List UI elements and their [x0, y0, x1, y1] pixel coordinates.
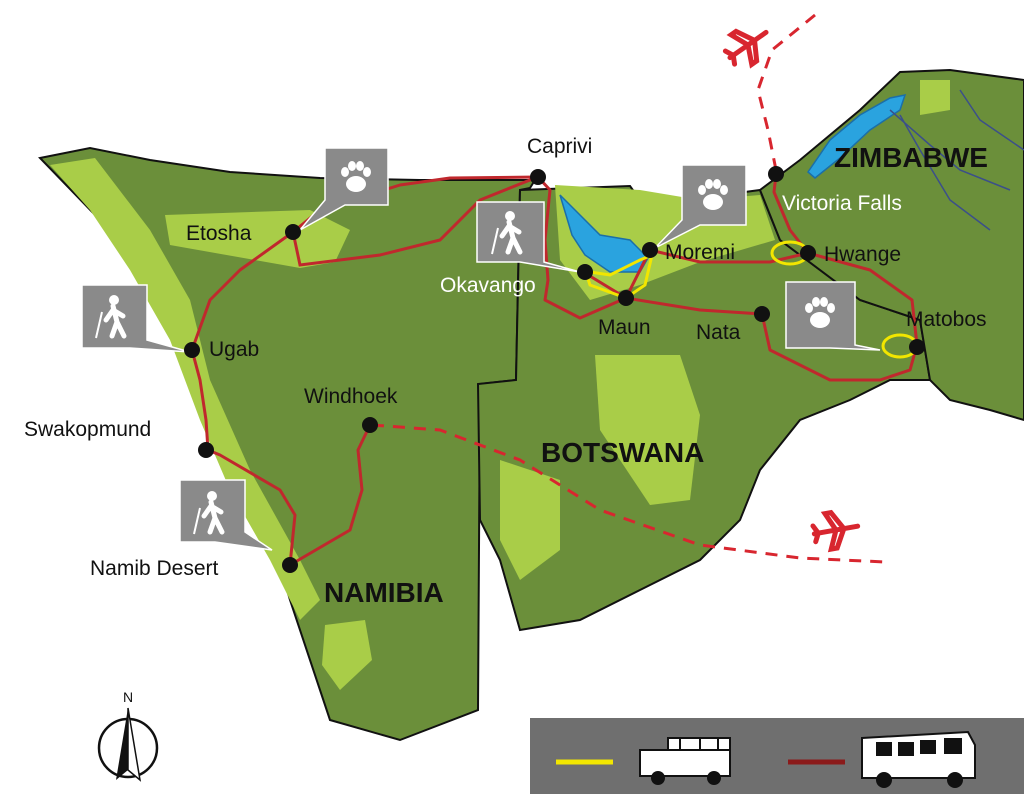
etosha-loop-line	[291, 176, 536, 267]
moremi-label: Moremi	[665, 241, 735, 264]
zimbabwe-label: ZIMBABWE	[834, 142, 988, 173]
swakopmund-dot	[198, 442, 214, 458]
overland-truck-icon	[861, 730, 976, 788]
hwange-region	[920, 80, 950, 115]
caprivi-label: Caprivi	[527, 135, 592, 158]
namib-hiking-marker	[179, 479, 273, 551]
maun-dot	[618, 290, 634, 306]
windhoek-label: Windhoek	[304, 385, 398, 408]
victoria-falls-label: Victoria Falls	[782, 192, 902, 215]
maun-label: Maun	[598, 316, 651, 339]
compass-north-label: N	[123, 689, 133, 705]
matobos-label: Matobos	[906, 308, 987, 331]
arrival-flight-path	[756, 13, 816, 171]
etosha-label: Etosha	[186, 222, 252, 245]
namib-desert-dot	[282, 557, 298, 573]
nata-label: Nata	[696, 321, 741, 344]
hwange-label: Hwange	[824, 243, 901, 266]
departure-flight-path	[371, 423, 886, 564]
compass-rose: N	[97, 689, 159, 782]
legend-panel	[530, 718, 1024, 794]
rivers	[889, 89, 1024, 231]
moremi-dot	[642, 242, 658, 258]
hwange-dot	[800, 245, 816, 261]
safari-jeep-icon	[639, 737, 731, 785]
victoria-falls-dot	[768, 166, 784, 182]
swakopmund-label: Swakopmund	[24, 418, 151, 441]
coastal-desert-region	[50, 158, 320, 620]
botswana-south-region	[500, 460, 560, 580]
airplane-icon	[722, 28, 769, 69]
etosha-wildlife-marker	[299, 147, 389, 231]
namib-desert-label: Namib Desert	[90, 557, 219, 580]
nata-dot	[754, 306, 770, 322]
windhoek-route-line	[289, 424, 372, 567]
ugab-label: Ugab	[209, 338, 259, 361]
lake-kariba	[807, 94, 907, 179]
airplane-icon	[810, 509, 861, 553]
caprivi-dot	[530, 169, 546, 185]
windhoek-region	[322, 620, 372, 690]
matobos-dot	[909, 339, 925, 355]
okavango-dot	[577, 264, 593, 280]
etosha-dot	[285, 224, 301, 240]
ugab-dot	[184, 342, 200, 358]
kalahari-region	[595, 355, 700, 505]
windhoek-dot	[362, 417, 378, 433]
moremi-wildlife-marker	[654, 164, 747, 249]
truck-route-line	[190, 174, 919, 566]
namibia-label: NAMIBIA	[324, 577, 444, 608]
okavango-label: Okavango	[440, 274, 536, 297]
botswana-label: BOTSWANA	[541, 437, 704, 468]
matobos-wildlife-marker	[785, 281, 881, 351]
